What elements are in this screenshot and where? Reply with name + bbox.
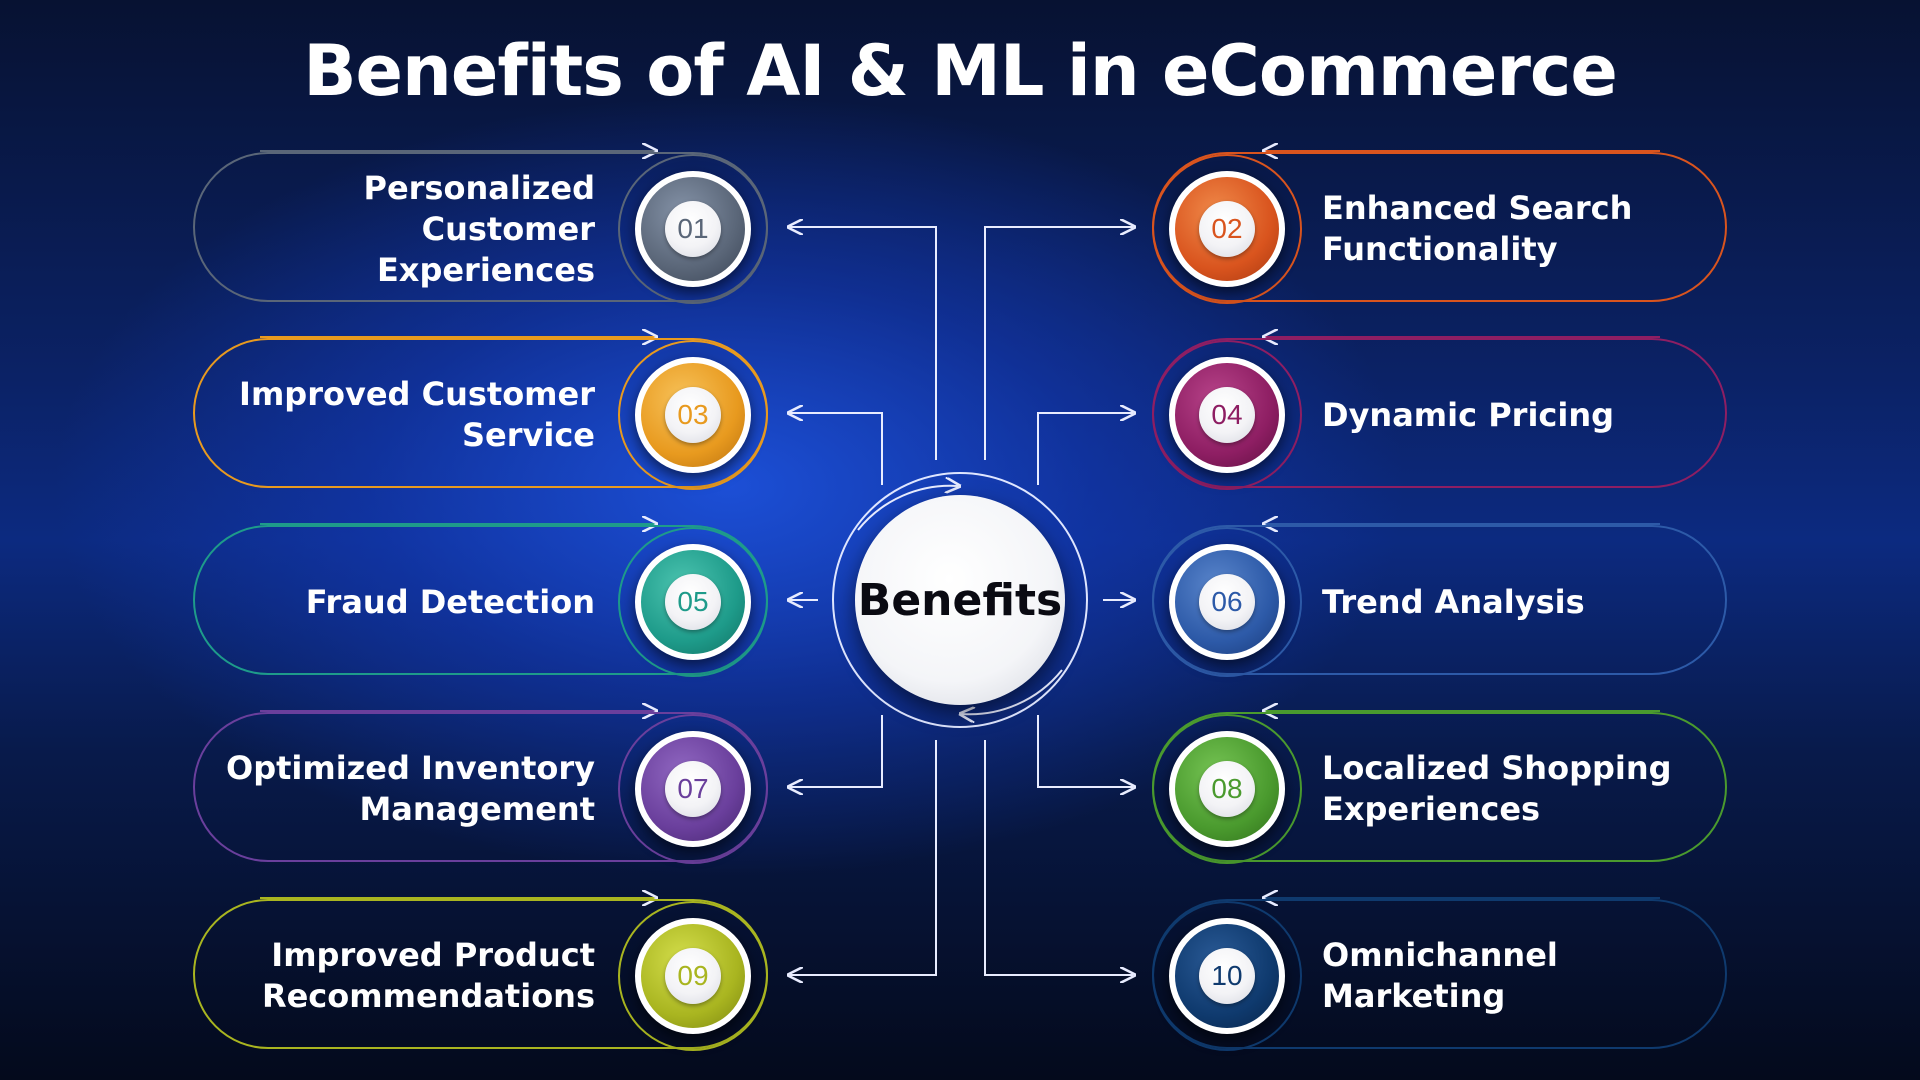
benefit-item: 06 Trend Analysis	[1152, 525, 1727, 677]
benefit-number: 09	[665, 948, 721, 1004]
benefit-number: 07	[665, 761, 721, 817]
benefit-label: Optimized Inventory Management	[225, 749, 595, 828]
benefit-badge-ring: 03	[618, 340, 768, 490]
benefit-badge: 09	[635, 918, 751, 1034]
benefit-badge: 07	[635, 731, 751, 847]
benefit-item: Optimized Inventory Management 07	[193, 712, 768, 864]
benefit-number: 04	[1199, 387, 1255, 443]
benefit-badge-ring: 01	[618, 154, 768, 304]
benefit-label: Omnichannel Marketing	[1322, 936, 1558, 1015]
benefit-label: Enhanced Search Functionality	[1322, 189, 1633, 268]
benefit-label: Localized Shopping Experiences	[1322, 749, 1672, 828]
benefit-item: 04 Dynamic Pricing	[1152, 338, 1727, 490]
benefit-label: Improved Product Recommendations	[261, 936, 595, 1015]
center-node: Benefits	[855, 495, 1065, 705]
benefit-badge: 08	[1169, 731, 1285, 847]
benefit-badge-ring: 02	[1152, 154, 1302, 304]
benefit-label: Personalized Customer Experiences	[363, 168, 595, 289]
benefit-badge-ring: 10	[1152, 901, 1302, 1051]
benefit-badge: 01	[635, 171, 751, 287]
benefit-badge-ring: 07	[618, 714, 768, 864]
benefit-badge-ring: 06	[1152, 527, 1302, 677]
benefit-item: 08 Localized Shopping Experiences	[1152, 712, 1727, 864]
benefit-number: 08	[1199, 761, 1255, 817]
benefit-label: Fraud Detection	[305, 582, 595, 621]
benefit-badge: 06	[1169, 544, 1285, 660]
benefit-item: Improved Customer Service 03	[193, 338, 768, 490]
benefit-item: 10 Omnichannel Marketing	[1152, 899, 1727, 1051]
benefit-badge-ring: 04	[1152, 340, 1302, 490]
benefit-item: Improved Product Recommendations 09	[193, 899, 768, 1051]
benefit-badge-ring: 08	[1152, 714, 1302, 864]
benefit-number: 05	[665, 574, 721, 630]
benefit-number: 01	[665, 201, 721, 257]
page-title: Benefits of AI & ML in eCommerce	[303, 30, 1618, 112]
benefit-label: Improved Customer Service	[239, 375, 595, 454]
center-ring	[832, 472, 1088, 728]
benefit-badge: 03	[635, 357, 751, 473]
benefit-badge: 05	[635, 544, 751, 660]
benefit-number: 02	[1199, 201, 1255, 257]
benefit-badge: 10	[1169, 918, 1285, 1034]
benefit-badge-ring: 09	[618, 901, 768, 1051]
benefit-badge: 02	[1169, 171, 1285, 287]
benefit-badge-ring: 05	[618, 527, 768, 677]
benefit-item: Fraud Detection 05	[193, 525, 768, 677]
benefit-item: 02 Enhanced Search Functionality	[1152, 152, 1727, 304]
benefit-number: 06	[1199, 574, 1255, 630]
benefit-number: 10	[1199, 948, 1255, 1004]
benefit-label: Dynamic Pricing	[1322, 395, 1615, 434]
benefit-number: 03	[665, 387, 721, 443]
benefit-item: Personalized Customer Experiences 01	[193, 152, 768, 304]
benefit-badge: 04	[1169, 357, 1285, 473]
benefit-label: Trend Analysis	[1322, 582, 1585, 621]
